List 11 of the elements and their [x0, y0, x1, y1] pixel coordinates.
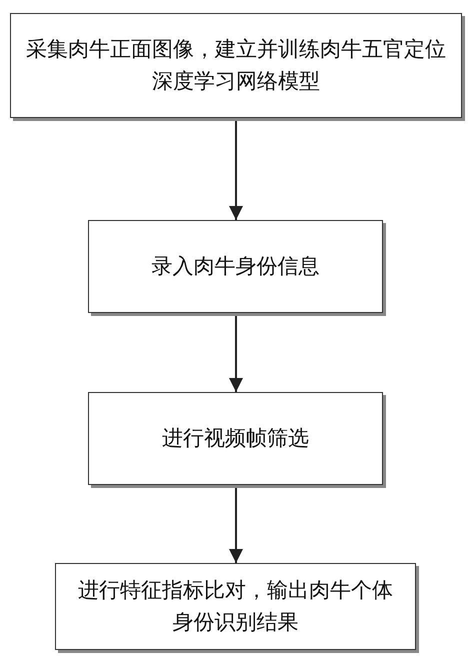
arrow — [229, 118, 243, 220]
process-box — [88, 220, 383, 313]
process-box — [55, 563, 416, 650]
process-box — [88, 392, 383, 485]
arrow — [229, 313, 243, 392]
box-text: 录入肉牛身份信息 — [152, 252, 320, 280]
box-text: 采集肉牛正面图像，建立并训练肉牛五官定位深度学习网络模型 — [25, 36, 447, 94]
box-text: 进行视频帧筛选 — [162, 424, 309, 452]
box-text: 进行特征指标比对，输出肉牛个体身份识别结果 — [77, 577, 394, 636]
process-box — [10, 13, 462, 118]
arrow — [229, 485, 243, 563]
